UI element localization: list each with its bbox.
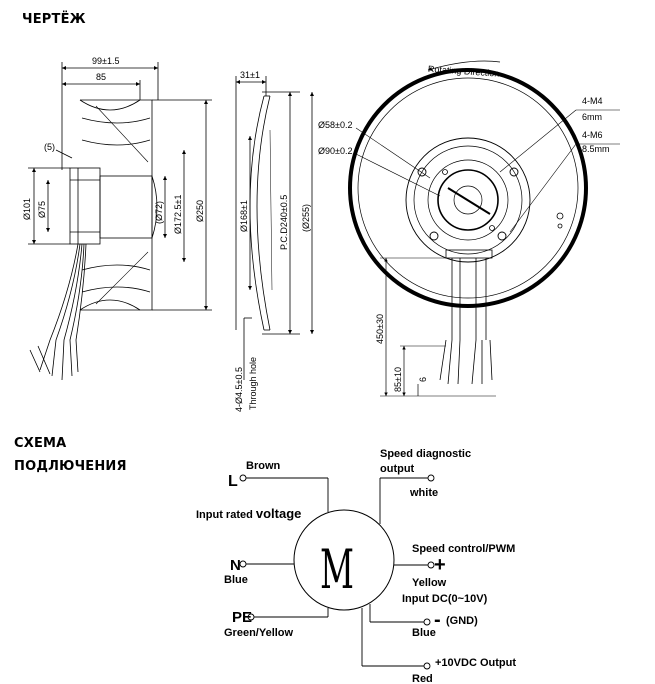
ring-view-labels: 31±1 Ø168±1 P.C.D240±0.5 (Ø255) 4-Ø4.5±0… [234,70,311,412]
m4-depth-label: 6mm [582,112,602,122]
side-view-labels: 99±1.5 85 (5) Ø101 Ø75 (Ø72) Ø172.5±1 Ø2… [22,56,205,234]
gnd-label: (GND) [446,615,478,627]
fan-side-view [28,62,212,381]
motor-letter: M [320,538,354,601]
dim-72: (Ø72) [154,201,164,224]
speed-control-label: Speed control/PWM [412,543,515,555]
brown-wire-label: Brown [246,460,281,472]
dim-101: Ø101 [22,198,32,220]
dim-250: Ø250 [195,200,205,222]
dim-6: 6 [418,377,428,382]
dim-58: Ø58±0.2 [318,120,352,130]
wiring-labels: M L Brown Input rated voltage N Blue PE … [196,448,516,684]
inlet-ring-view [235,76,314,380]
minus-sign: - [434,609,441,631]
blue-wire-label-left: Blue [224,574,248,586]
dim-pcd: P.C.D240±0.5 [279,195,289,250]
green-yellow-wire-label: Green/Yellow [224,627,294,639]
m4-thread-label: 4-M4 [582,96,603,106]
dim-450: 450±30 [375,314,385,344]
dim-85: 85 [96,72,106,82]
m6-thread-label: 4-M6 [582,130,603,140]
yellow-wire-label: Yellow [412,577,447,589]
terminal-PE: PE [232,609,252,626]
dim-255: (Ø255) [301,204,311,232]
speed-diagnostic-label: Speed diagnostic [380,448,471,460]
drawing-heading: ЧЕРТЁЖ [22,12,86,27]
rotation-direction-label: Rotating Direction [428,64,500,79]
wiring-diagram [239,474,435,670]
wiring-heading-line1: СХЕМА [14,436,67,451]
dim-75: Ø75 [37,201,47,218]
dim-overall-width: 99±1.5 [92,56,119,66]
terminal-L: L [228,473,238,490]
blue-wire-label-right: Blue [412,627,436,639]
dim-168: Ø168±1 [239,200,249,232]
dim-5: (5) [44,142,55,152]
dim-85-10: 85±10 [393,367,403,392]
plus-sign: + [434,554,446,576]
dim-90: Ø90±0.2 [318,146,352,156]
dim-holes: 4-Ø4.5±0.5 [234,367,244,412]
speed-diagnostic-output-label: output [380,463,415,475]
white-wire-label: white [409,487,438,499]
front-view-labels: Rotating Direction Ø58±0.2 Ø90±0.2 4-M4 … [318,64,610,392]
input-dc-label: Input DC(0~10V) [402,593,488,605]
terminal-N: N [230,557,241,574]
dim-31: 31±1 [240,70,260,80]
dim-through-hole: Through hole [248,357,258,410]
dim-172: Ø172.5±1 [173,195,183,234]
m6-depth-label: 8.5mm [582,144,610,154]
input-rated-label: Input rated voltage [196,506,301,521]
fan-front-view [348,60,620,397]
red-wire-label: Red [412,673,433,684]
wiring-heading-line2: ПОДЛЮЧЕНИЯ [14,459,127,474]
10v-output-label: +10VDC Output [435,657,516,669]
